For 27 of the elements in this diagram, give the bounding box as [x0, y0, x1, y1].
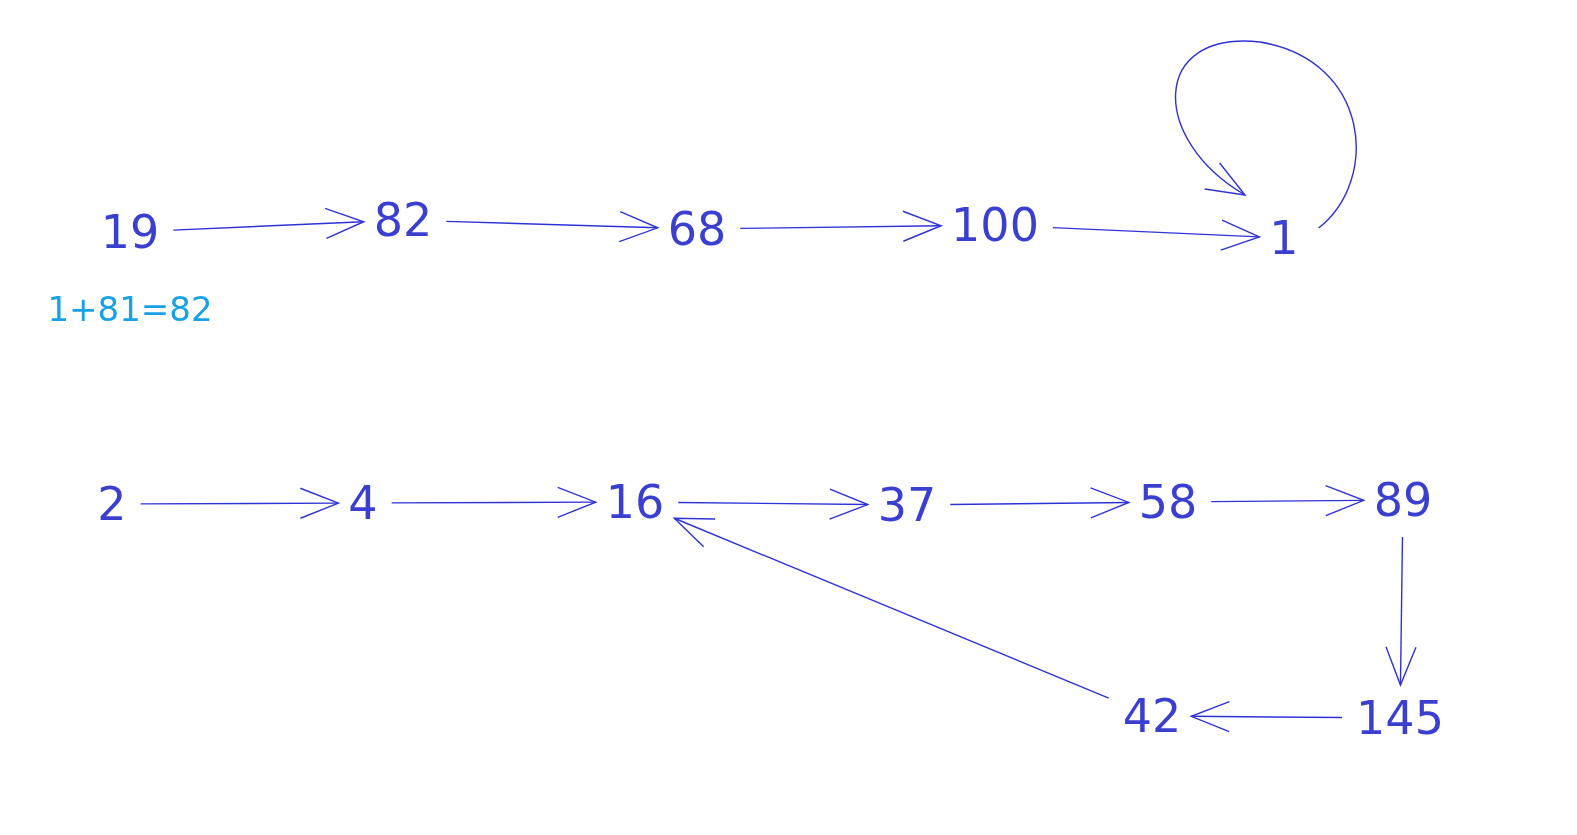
arrow	[1174, 40, 1357, 229]
arrow	[1385, 536, 1417, 686]
arrow	[673, 517, 1110, 699]
arrow	[739, 210, 942, 242]
number-label: 145	[1356, 695, 1444, 741]
arrow	[1210, 484, 1365, 517]
number-label: 2	[97, 481, 127, 527]
number-label: 19	[100, 209, 160, 255]
number-label: 1	[1269, 215, 1299, 261]
number-label: 4	[348, 480, 378, 526]
number-label: 89	[1373, 477, 1433, 523]
equation-note: 1+81=82	[47, 289, 213, 329]
number-label: 68	[667, 206, 727, 252]
number-label: 42	[1122, 693, 1182, 739]
number-label: 58	[1138, 479, 1198, 525]
number-label: 82	[373, 197, 433, 243]
arrow	[1190, 700, 1343, 733]
arrow	[677, 488, 869, 520]
number-label: 100	[951, 202, 1039, 248]
arrow	[1052, 219, 1261, 251]
number-label: 16	[605, 479, 665, 525]
arrow	[445, 210, 659, 243]
arrow	[172, 207, 365, 240]
arrow	[139, 487, 340, 519]
number-label: 37	[877, 482, 937, 528]
arrow	[390, 486, 597, 518]
arrow	[949, 487, 1130, 519]
